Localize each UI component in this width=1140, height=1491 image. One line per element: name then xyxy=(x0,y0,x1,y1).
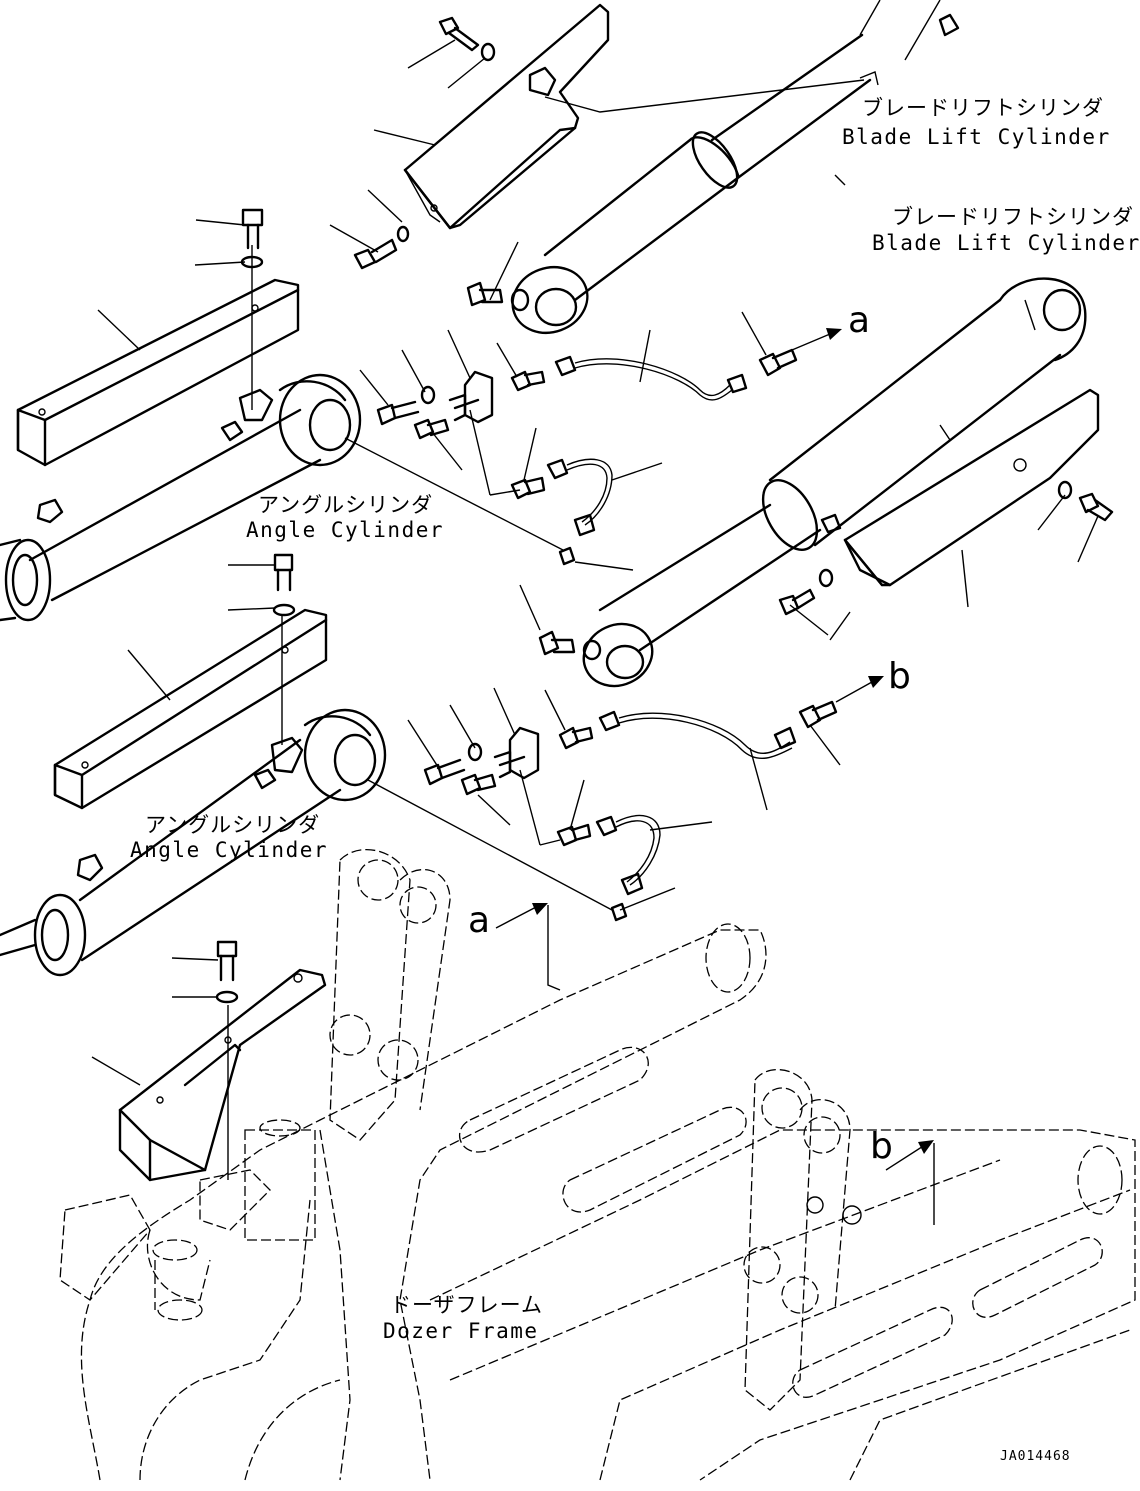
angle-cover-lower xyxy=(53,608,328,810)
label-angle-cylinder-upper: アングルシリンダ Angle Cylinder xyxy=(246,493,444,542)
svg-text:ブレードリフトシリンダ: ブレードリフトシリンダ xyxy=(862,96,1104,120)
right-cover xyxy=(843,388,1100,587)
bolt-top xyxy=(438,16,496,62)
angle-cylinder-lower xyxy=(0,615,387,977)
dozer-frame xyxy=(59,848,1136,1481)
bolt-mid-cover xyxy=(353,225,410,270)
bolt-right-cover xyxy=(778,480,1114,616)
arrow-label-b-top: b xyxy=(888,656,911,697)
drawing-code: JA014468 xyxy=(1000,1449,1071,1464)
svg-text:ドーザフレーム: ドーザフレーム xyxy=(390,1293,543,1317)
bracket-lower xyxy=(423,726,594,847)
svg-text:Dozer Frame: Dozer Frame xyxy=(383,1319,539,1343)
bolt-angle-lower xyxy=(272,553,296,617)
bolt-frame-cover xyxy=(215,940,239,1004)
svg-text:Blade Lift Cylinder: Blade Lift Cylinder xyxy=(872,231,1140,255)
arrow-label-a-frame: a xyxy=(468,900,490,941)
hose-to-b xyxy=(598,700,838,760)
angle-cylinder-upper xyxy=(0,245,362,622)
label-blade-lift-cylinder-upper: ブレードリフトシリンダ Blade Lift Cylinder xyxy=(842,96,1111,149)
hose-bent-lower xyxy=(595,814,661,922)
arrows xyxy=(495,328,935,1225)
angle-cover-upper xyxy=(16,278,300,467)
svg-text:ブレードリフトシリンダ: ブレードリフトシリンダ xyxy=(892,205,1134,229)
svg-text:Blade Lift Cylinder: Blade Lift Cylinder xyxy=(842,125,1111,149)
leader-lines xyxy=(91,39,1099,1086)
svg-text:アングルシリンダ: アングルシリンダ xyxy=(258,493,433,517)
svg-text:アングルシリンダ: アングルシリンダ xyxy=(145,813,320,837)
blade-lift-cylinder-right xyxy=(538,277,1087,688)
arrow-label-b-frame: b xyxy=(870,1126,893,1167)
upper-cover xyxy=(403,3,610,230)
bracket-upper xyxy=(376,370,546,500)
hose-bent-upper xyxy=(546,458,613,566)
hose-to-a xyxy=(554,348,798,401)
blade-lift-cylinder-upper xyxy=(510,0,960,334)
label-angle-cylinder-lower: アングルシリンダ Angle Cylinder xyxy=(130,813,328,862)
arrow-label-a-top: a xyxy=(848,300,870,341)
label-dozer-frame: ドーザフレーム Dozer Frame xyxy=(383,1293,543,1343)
svg-text:Angle Cylinder: Angle Cylinder xyxy=(130,838,328,862)
svg-text:Angle Cylinder: Angle Cylinder xyxy=(246,518,444,542)
grease-fitting-upper xyxy=(466,281,504,307)
frame-cover xyxy=(118,968,327,1182)
label-blade-lift-cylinder-right: ブレードリフトシリンダ Blade Lift Cylinder xyxy=(872,205,1140,255)
